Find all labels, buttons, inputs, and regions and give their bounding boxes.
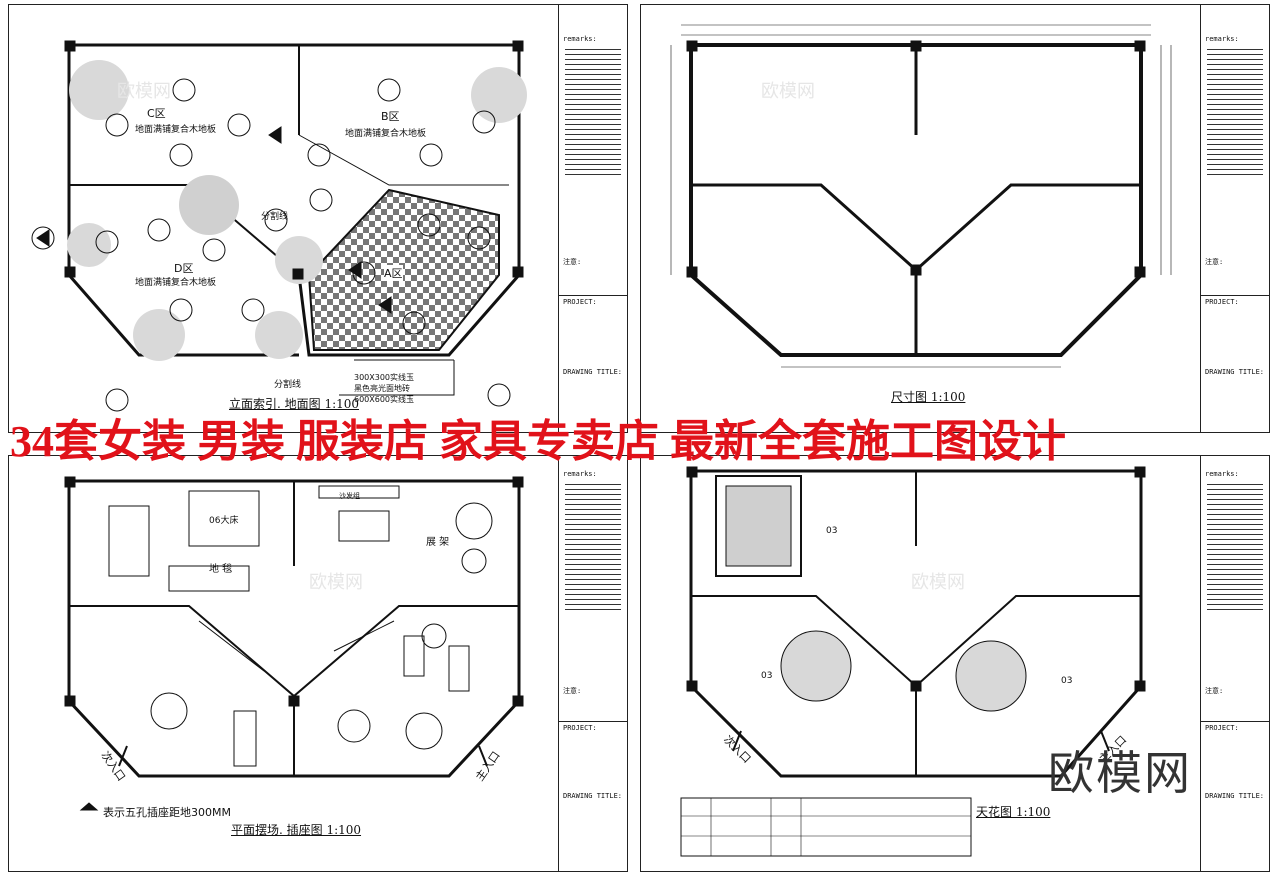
zone-c-floor-label: 地面满铺复合木地板 [135,125,217,135]
remarks-lines [1207,480,1263,610]
socket-note: 表示五孔插座距地300MM [103,806,231,819]
partition-label: 分割线 [261,212,289,222]
promo-banner: 34套女装 男装 服装店 家具专卖店 最新全套施工图设计 [10,417,1066,466]
remarks-lines [565,480,621,610]
sheet-dimension-plan: 尺寸图 1:100 欧模网 remarks: 注意: PROJECT: DRAW… [640,4,1270,433]
zone-a-label: A区 [384,265,403,281]
zone-b-label: B区 [381,110,400,123]
sheet-title-ceiling-plan: 天花图 1:100 [976,805,1051,819]
sheet-ceiling-plan: 03 03 03 次入口 主入口 天花图 1:100 欧模网 remarks: … [640,455,1270,872]
partition-label-bottom: 分割线 [274,380,302,390]
room-label: 06大床 [209,516,239,526]
furniture-plan-drawing [64,476,524,811]
title-block-divider [1201,295,1269,296]
project-label: PROJECT: [1205,298,1239,306]
floor-plan-drawing [31,40,527,412]
sheet-elevation-index: C区 地面满铺复合木地板 B区 地面满铺复合木地板 D区 地面满铺复合木地板 A… [8,4,628,433]
legend-line-1: 300X300实线玉 [354,373,415,382]
title-block-divider [1201,721,1269,722]
remarks-lines [565,45,621,175]
notes-label: 注意: [1205,258,1224,266]
sheet-title-elevation-index: 立面索引. 地面图 1:100 [229,397,360,411]
watermark: 欧模网 [911,572,965,593]
remarks-label: remarks: [563,35,597,43]
remarks-label: remarks: [1205,470,1239,478]
ceiling-tag-1: 03 [826,526,838,536]
notes-label: 注意: [563,258,582,266]
title-block: remarks: 注意: PROJECT: DRAWING TITLE: [558,456,627,871]
title-block: remarks: 注意: PROJECT: DRAWING TITLE: [558,5,627,432]
remarks-label: remarks: [563,470,597,478]
zone-c-label: C区 [147,107,166,120]
brand-logo-text: 欧模网 [1048,746,1192,800]
project-label: PROJECT: [563,724,597,732]
shelf-label: 展 架 [426,537,450,548]
title-block-divider [559,295,627,296]
title-block-divider [559,721,627,722]
watermark: 欧模网 [117,81,171,102]
sheet-title-dimension-plan: 尺寸图 1:100 [891,390,966,404]
drawing-title-label: DRAWING TITLE: [563,792,623,800]
zone-b-floor-label: 地面满铺复合木地板 [345,129,427,139]
notes-label: 注意: [1205,687,1224,695]
ceiling-tag-3: 03 [1061,676,1073,686]
legend-line-2: 黑色亮光面地砖 [354,384,410,393]
drawing-title-label: DRAWING TITLE: [1205,368,1265,376]
remarks-label: remarks: [1205,35,1239,43]
zone-d-floor-label: 地面满铺复合木地板 [135,278,217,288]
rug-label: 地 毯 [209,564,233,575]
sofa-group-label: 沙发组 [339,492,360,500]
remarks-lines [1207,45,1263,175]
dimension-plan-drawing [670,24,1172,368]
project-label: PROJECT: [563,298,597,306]
ceiling-tag-2: 03 [761,671,773,681]
watermark: 欧模网 [761,81,815,102]
project-label: PROJECT: [1205,724,1239,732]
sheet-furniture-plan: 06大床 地 毯 展 架 沙发组 次入口 主入口 表示五孔插座距地300MM 平… [8,455,628,872]
zone-d-label: D区 [174,262,194,275]
legend-line-3: 600X600实线玉 [354,395,415,404]
watermark: 欧模网 [309,572,363,593]
notes-label: 注意: [563,687,582,695]
title-block: remarks: 注意: PROJECT: DRAWING TITLE: [1200,5,1269,432]
drawing-title-label: DRAWING TITLE: [1205,792,1265,800]
title-block: remarks: 注意: PROJECT: DRAWING TITLE: [1200,456,1269,871]
sheet-title-furniture-plan: 平面摆场. 插座图 1:100 [231,823,362,837]
drawing-title-label: DRAWING TITLE: [563,368,623,376]
ceiling-plan-drawing [680,466,1146,857]
